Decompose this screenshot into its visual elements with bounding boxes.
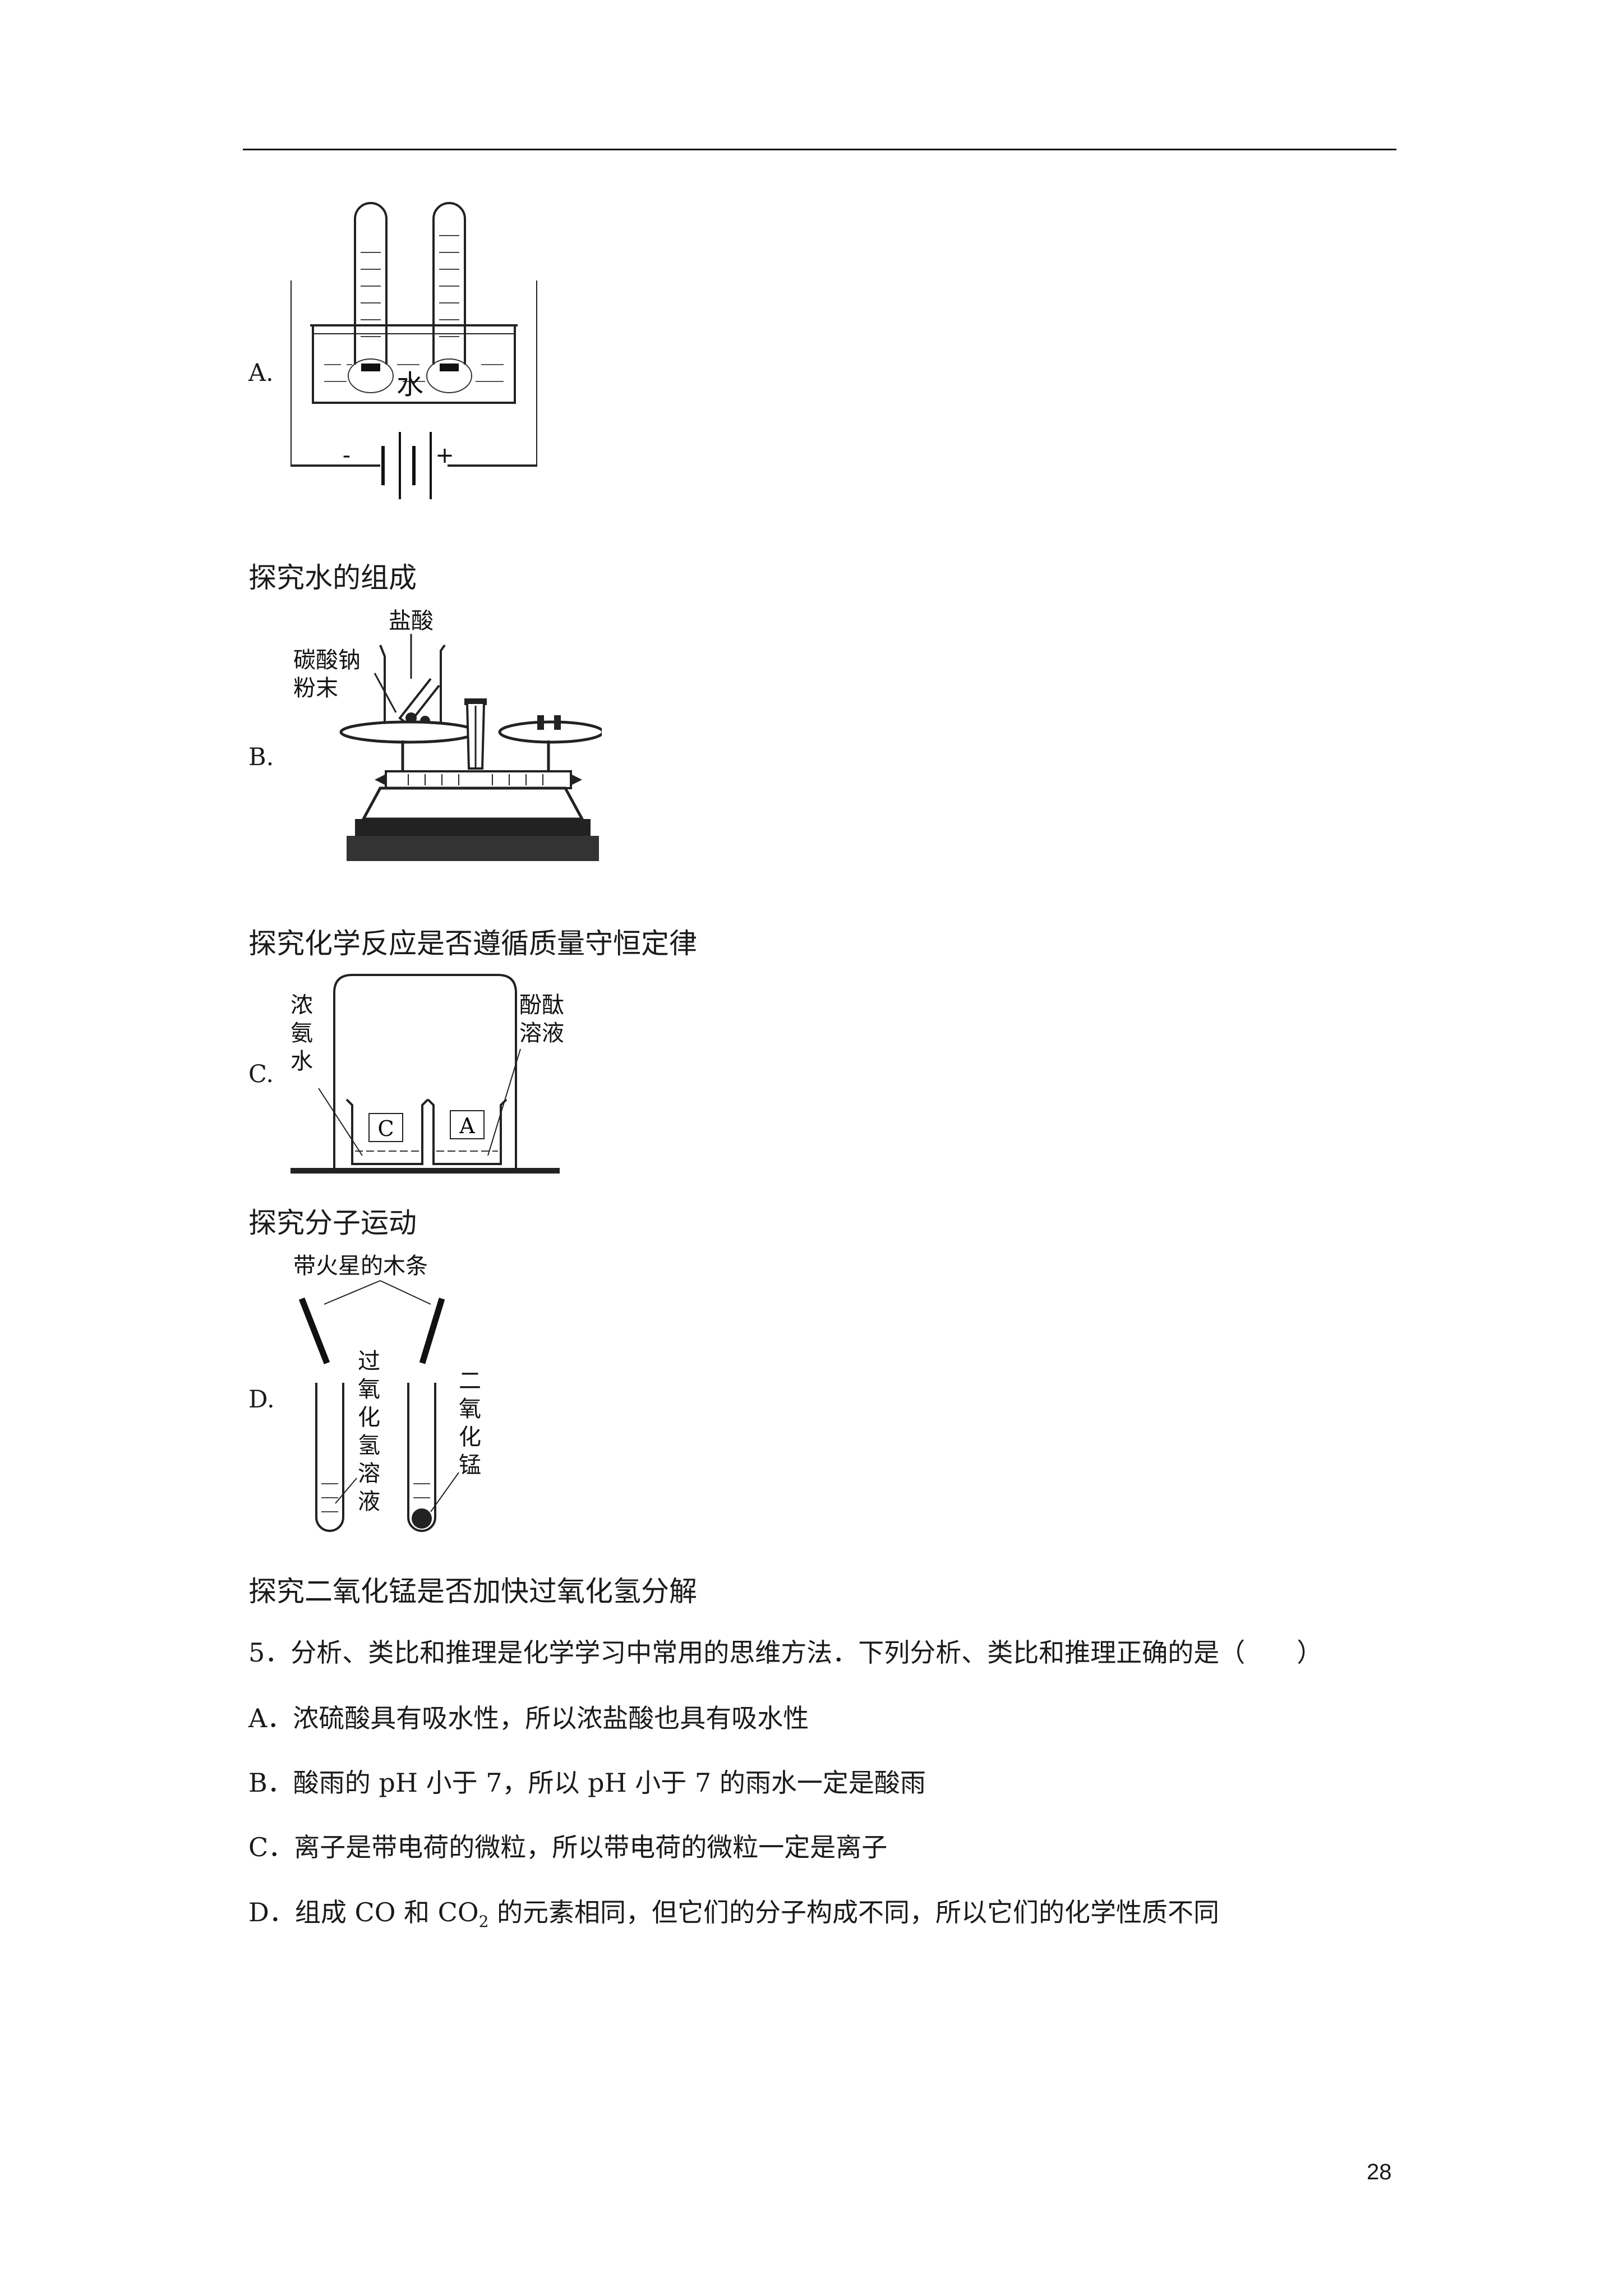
svg-text:水: 水 (291, 1048, 313, 1074)
question-5-stem: 5．分析、类比和推理是化学学习中常用的思维方法．下列分析、类比和推理正确的是（ … (248, 1637, 1323, 1668)
svg-text:锰: 锰 (459, 1452, 481, 1478)
svg-text:溶: 溶 (358, 1461, 380, 1487)
svg-text:溶液: 溶液 (519, 1020, 564, 1046)
splint-label: 带火星的木条 (293, 1253, 428, 1279)
acid-label: 盐酸 (389, 608, 434, 634)
header-rule (243, 149, 1396, 150)
powder-label-2: 粉末 (293, 675, 338, 701)
option-a-caption: 探究水的组成 (248, 562, 417, 594)
svg-text:化: 化 (459, 1424, 481, 1450)
question-5-option-a: A．浓硫酸具有吸水性，所以浓盐酸也具有吸水性 (248, 1703, 809, 1733)
option-b-caption: 探究化学反应是否遵循质量守恒定律 (248, 927, 697, 960)
option-c-letter: C. (248, 1060, 274, 1088)
svg-text:液: 液 (358, 1489, 380, 1515)
molecule-motion-figure: C A 浓 氨 水 酚酞 溶液 (291, 970, 568, 1184)
svg-text:二: 二 (459, 1368, 481, 1394)
svg-text:氧: 氧 (358, 1377, 380, 1402)
option-d-caption: 探究二氧化锰是否加快过氧化氢分解 (248, 1575, 697, 1608)
svg-text:浓: 浓 (291, 992, 313, 1018)
question-5-option-b: B．酸雨的 pH 小于 7，所以 pH 小于 7 的雨水一定是酸雨 (248, 1768, 926, 1798)
water-label: 水 (396, 369, 423, 401)
option-a-letter: A. (248, 359, 274, 387)
svg-text:过: 过 (358, 1349, 380, 1374)
svg-text:酚酞: 酚酞 (519, 992, 564, 1018)
svg-text:氨: 氨 (291, 1020, 313, 1046)
question-5-option-d: D．组成 CO 和 CO2 的元素相同，但它们的分子构成不同，所以它们的化学性质… (248, 1897, 1220, 1931)
option-b-letter: B. (248, 743, 274, 771)
minus-label: - (343, 443, 351, 468)
option-c-caption: 探究分子运动 (248, 1207, 417, 1239)
catalyst-figure: 带火星的木条 过 氧 化 氢 溶 液 二 氧 化 锰 (291, 1248, 492, 1537)
beaker-a-label: A (459, 1114, 475, 1138)
page-number: 28 (1367, 2160, 1392, 2184)
powder-label-1: 碳酸钠 (293, 647, 361, 673)
svg-text:氧: 氧 (459, 1396, 481, 1422)
option-d-letter: D. (248, 1386, 275, 1414)
plus-label: + (435, 443, 454, 468)
svg-text:氢: 氢 (358, 1433, 380, 1458)
balance-figure: 盐酸 碳酸钠 粉末 (291, 606, 602, 867)
electrolysis-figure: 水 - + (291, 196, 537, 508)
question-5-option-c: C．离子是带电荷的微粒，所以带电荷的微粒一定是离子 (248, 1832, 888, 1862)
beaker-c-label: C (377, 1116, 394, 1141)
svg-text:化: 化 (358, 1405, 380, 1430)
